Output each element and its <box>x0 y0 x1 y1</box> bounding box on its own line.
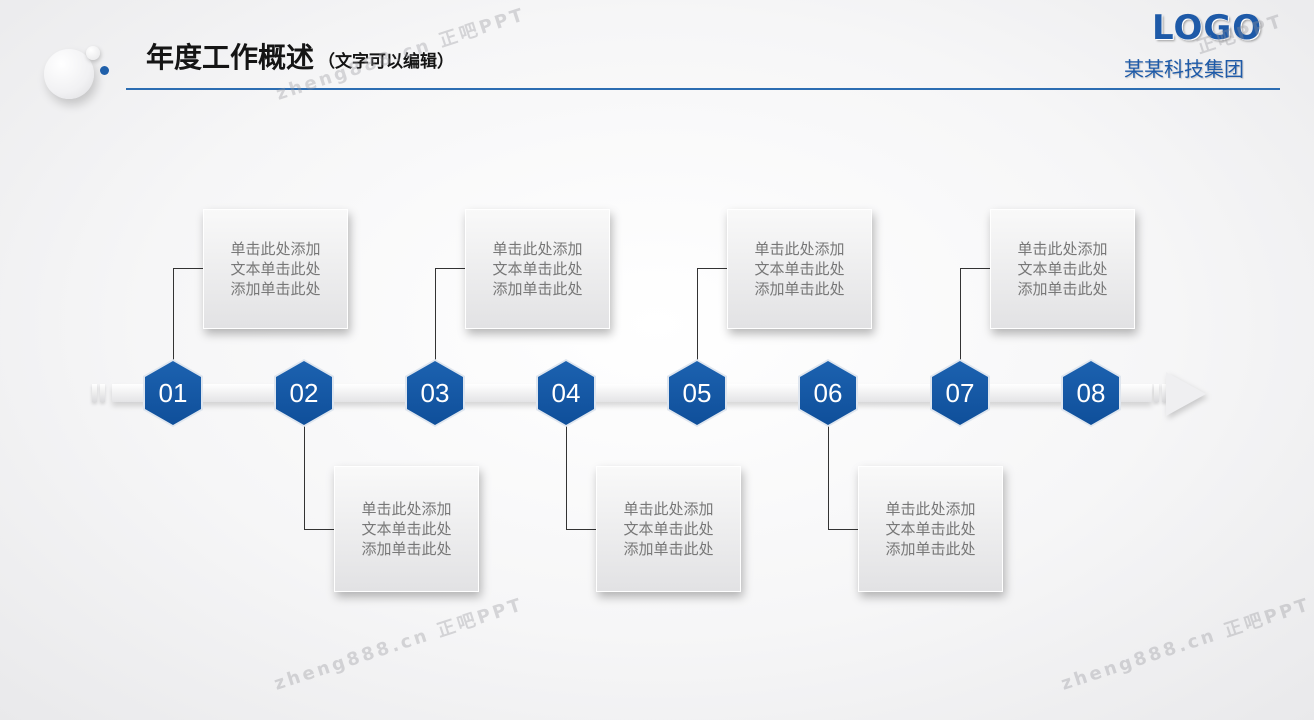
text-card-06[interactable]: 单击此处添加文本单击此处添加单击此处 <box>858 466 1003 592</box>
text-card-05[interactable]: 单击此处添加文本单击此处添加单击此处 <box>727 209 872 329</box>
step-hexagon-03[interactable]: 03 <box>405 359 465 427</box>
connector-line <box>566 426 597 530</box>
card-text[interactable]: 单击此处添加文本单击此处添加单击此处 <box>361 500 452 558</box>
card-text[interactable]: 单击此处添加文本单击此处添加单击此处 <box>1017 240 1108 298</box>
subtitle-text: （文字可以编辑） <box>318 52 455 72</box>
step-number: 02 <box>276 361 332 425</box>
text-card-07[interactable]: 单击此处添加文本单击此处添加单击此处 <box>990 209 1135 329</box>
step-number: 03 <box>407 361 463 425</box>
connector-line <box>304 426 335 530</box>
card-text[interactable]: 单击此处添加文本单击此处添加单击此处 <box>492 240 583 298</box>
step-number: 08 <box>1063 361 1119 425</box>
card-text[interactable]: 单击此处添加文本单击此处添加单击此处 <box>885 500 976 558</box>
step-hexagon-04[interactable]: 04 <box>536 359 596 427</box>
card-text[interactable]: 单击此处添加文本单击此处添加单击此处 <box>623 500 714 558</box>
bar-stub <box>1154 384 1159 402</box>
header-divider <box>126 88 1280 90</box>
step-hexagon-07[interactable]: 07 <box>930 359 990 427</box>
connector-line <box>960 268 991 361</box>
step-number: 05 <box>669 361 725 425</box>
step-number: 04 <box>538 361 594 425</box>
watermark: zheng888.cn 正吧PPT <box>1058 594 1314 695</box>
text-card-03[interactable]: 单击此处添加文本单击此处添加单击此处 <box>465 209 610 329</box>
bar-stub <box>92 384 97 402</box>
page-title: 年度工作概述（文字可以编辑） <box>146 36 454 76</box>
bar-stub <box>1162 384 1167 402</box>
company-name: 某某科技集团 <box>1124 57 1244 81</box>
step-hexagon-08[interactable]: 08 <box>1061 359 1121 427</box>
text-card-04[interactable]: 单击此处添加文本单击此处添加单击此处 <box>596 466 741 592</box>
step-hexagon-01[interactable]: 01 <box>143 359 203 427</box>
connector-line <box>435 268 466 361</box>
decorative-small-circle <box>86 46 100 60</box>
step-number: 01 <box>145 361 201 425</box>
decorative-circle <box>44 49 94 99</box>
logo: LOGO <box>1152 8 1263 48</box>
step-number: 06 <box>800 361 856 425</box>
connector-line <box>697 268 728 361</box>
step-hexagon-06[interactable]: 06 <box>798 359 858 427</box>
timeline-bar <box>112 384 1152 402</box>
text-card-02[interactable]: 单击此处添加文本单击此处添加单击此处 <box>334 466 479 592</box>
bar-stub <box>100 384 105 402</box>
connector-line <box>828 426 859 530</box>
card-text[interactable]: 单击此处添加文本单击此处添加单击此处 <box>754 240 845 298</box>
card-text[interactable]: 单击此处添加文本单击此处添加单击此处 <box>230 240 321 298</box>
text-card-01[interactable]: 单击此处添加文本单击此处添加单击此处 <box>203 209 348 329</box>
title-text: 年度工作概述 <box>146 41 315 74</box>
step-hexagon-02[interactable]: 02 <box>274 359 334 427</box>
decorative-blue-dot <box>100 66 109 75</box>
step-number: 07 <box>932 361 988 425</box>
timeline-arrow-icon <box>1166 372 1206 416</box>
watermark: zheng888.cn 正吧PPT <box>271 594 527 695</box>
connector-line <box>173 268 204 361</box>
step-hexagon-05[interactable]: 05 <box>667 359 727 427</box>
